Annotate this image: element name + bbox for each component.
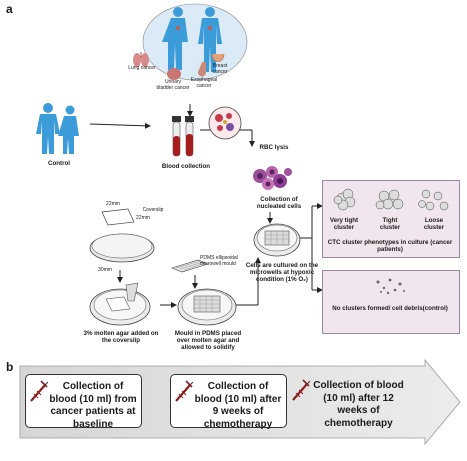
- timeline-step-baseline: Collection of blood (10 ml) from cancer …: [25, 374, 142, 430]
- syringe-icon: [30, 380, 49, 402]
- phenotype-very-tight: Very tight cluster: [329, 217, 359, 231]
- esophagus-organ-icon: [198, 62, 206, 77]
- phenotype-tight: Tight cluster: [379, 217, 401, 231]
- control-figures-illustration: [36, 103, 79, 154]
- timeline-step-text-baseline: Collection of blood (10 ml) from cancer …: [49, 381, 137, 430]
- coverslip-dish-illustration: [89, 208, 155, 263]
- panel-b-letter: b: [6, 360, 14, 374]
- blood-vials-illustration: [172, 116, 194, 157]
- cancer-label-esophageal: Esophageal cancer: [190, 77, 218, 89]
- panel-a-letter: a: [6, 2, 13, 16]
- coverslip-label: Coverslip: [142, 207, 164, 213]
- blood-collection-label: Blood collection: [161, 163, 211, 170]
- female-figure: [162, 7, 188, 70]
- pdms-mould-icon: [171, 259, 209, 273]
- timeline-step-text-12-weeks: Collection of blood (10 ml) after 12 wee…: [313, 380, 404, 429]
- cancer-label-lung: Lung cancer: [128, 65, 156, 71]
- very-tight-cluster-icon: [333, 188, 356, 211]
- phenotype-caption: CTC cluster phenotypes in culture (cance…: [327, 239, 453, 253]
- timeline-step-12-weeks: Collection of blood (10 ml) after 12 wee…: [288, 374, 410, 429]
- nucleated-cells-illustration: [253, 166, 292, 190]
- nucleated-cells-label: Collection of nucleated cells: [256, 196, 302, 210]
- phenotype-loose: Loose cluster: [423, 217, 445, 231]
- blood-cells-magnified: [208, 106, 242, 140]
- dimension-label-b: 22mm: [136, 215, 150, 221]
- timeline-step-text-9-weeks: Collection of blood (10 ml) after 9 week…: [194, 381, 282, 430]
- cell-debris-illustration: [376, 278, 405, 295]
- agar-dish-illustration: [89, 282, 151, 326]
- cluster-phenotypes-illustration: [333, 188, 449, 211]
- timeline-step-9-weeks: Collection of blood (10 ml) after 9 week…: [170, 374, 287, 430]
- mould-step-label: Mould in PDMS placed over molten agar an…: [174, 330, 242, 351]
- mould-dish-illustration: [177, 288, 237, 326]
- culture-dish-illustration: [253, 223, 301, 257]
- syringe-icon: [175, 380, 194, 402]
- tight-cluster-icon: [375, 189, 404, 210]
- rbc-lysis-label: RBC lysis: [259, 144, 289, 151]
- cancer-label-breast: Breast cancer: [212, 63, 228, 75]
- culture-condition-label: Cells are cultured on the microwells at …: [245, 262, 319, 283]
- mould-label: PDMS ellipsoidal microwell mould: [200, 255, 238, 267]
- control-label: Control: [48, 160, 70, 167]
- loose-cluster-icon: [418, 189, 449, 211]
- dimension-label-c: 30mm: [98, 267, 112, 273]
- breast-organ-icon: [211, 53, 225, 62]
- cancer-label-bladder: Urinary bladder cancer: [156, 79, 190, 91]
- dimension-label-a: 22mm: [106, 201, 120, 207]
- no-clusters-label: No clusters formed/ cell debris(control): [332, 305, 448, 312]
- lung-organ-icon: [133, 52, 149, 67]
- molten-agar-label: 3% molten agar added on the coverslip: [83, 330, 159, 344]
- syringe-icon: [292, 379, 311, 401]
- bladder-organ-icon: [167, 68, 181, 80]
